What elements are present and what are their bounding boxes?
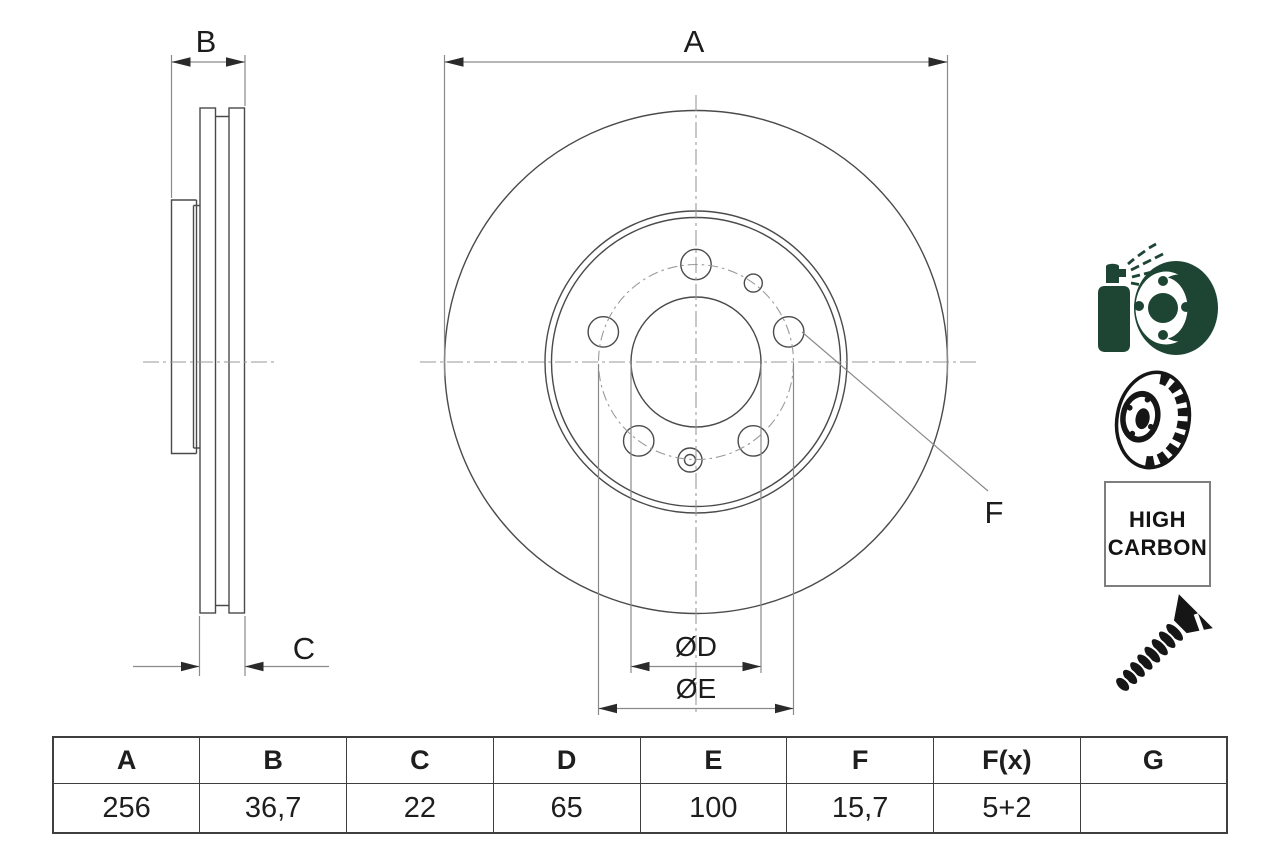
hub-bore xyxy=(1135,408,1150,430)
bolt-hole xyxy=(622,424,655,457)
spray-can xyxy=(1098,263,1130,352)
thread xyxy=(1114,675,1132,693)
vent-slot-band xyxy=(1144,374,1188,467)
spray-dash-ray xyxy=(1130,252,1164,272)
dim-label-c: C xyxy=(293,631,315,666)
dim-label-b: B xyxy=(196,24,217,59)
set-pin-hole-outer xyxy=(677,447,703,473)
spec-value: 22 xyxy=(346,783,494,834)
high-carbon-line2: CARBON xyxy=(1107,535,1208,560)
arrowhead xyxy=(226,57,245,67)
bolt-hole xyxy=(587,315,620,348)
alignment-hole xyxy=(743,273,763,293)
centerlines xyxy=(143,95,976,716)
friction-plate-outboard xyxy=(199,107,217,614)
spec-col-header: D xyxy=(492,736,641,784)
side-view xyxy=(170,107,246,614)
spec-table: A B C D E F F(x) G 256 36,7 22 65 100 15… xyxy=(52,736,1228,834)
friction-plate-inboard xyxy=(228,107,246,614)
vent-channel-lines xyxy=(215,115,229,607)
spec-table-header-row: A B C D E F F(x) G xyxy=(52,736,1228,784)
arrowhead xyxy=(444,57,464,67)
set-pin-hole-inner xyxy=(683,453,697,467)
disc-hub xyxy=(1148,293,1178,323)
screw-head xyxy=(1173,594,1213,634)
disc-bolt-dot xyxy=(1158,330,1168,340)
arrowhead xyxy=(245,661,264,672)
arrowhead xyxy=(181,661,200,672)
arrowhead xyxy=(775,703,794,714)
spec-value xyxy=(1079,783,1228,834)
dim-label-oe: ØE xyxy=(676,673,716,704)
spec-col-header: E xyxy=(639,736,788,784)
bolt-circle xyxy=(597,263,795,461)
high-carbon-badge: HIGH CARBON xyxy=(1104,481,1211,587)
arrowhead xyxy=(171,57,191,67)
can-nozzle xyxy=(1117,269,1126,277)
disc-bolt-dot xyxy=(1134,301,1144,311)
spec-value: 100 xyxy=(639,783,788,834)
spec-col-header: C xyxy=(346,736,494,784)
dim-label-f: F xyxy=(985,495,1004,530)
spec-table-value-row: 256 36,7 22 65 100 15,7 5+2 xyxy=(52,783,1228,834)
coated-disc xyxy=(1134,261,1218,355)
can-body xyxy=(1098,286,1130,352)
dim-label-od: ØD xyxy=(675,631,717,662)
vented-disc-icon xyxy=(1114,370,1192,470)
disc-bolt-dot xyxy=(1181,302,1191,312)
dim-c-lines xyxy=(133,616,329,676)
dim-label-a: A xyxy=(684,24,705,59)
screw-threads xyxy=(1114,622,1185,693)
hat-section-outline xyxy=(170,199,200,455)
arrowhead xyxy=(598,703,617,714)
high-carbon-line1: HIGH xyxy=(1129,507,1186,532)
spec-value: 256 xyxy=(52,783,201,834)
dim-od-lines xyxy=(630,364,762,673)
arrowhead xyxy=(631,661,650,672)
spec-value: 36,7 xyxy=(199,783,347,834)
spray-dash-ray xyxy=(1127,242,1157,266)
hub-bolt-dot xyxy=(1129,430,1136,437)
arrowhead xyxy=(742,661,761,672)
hub-bolt-dot xyxy=(1147,423,1154,430)
dimension-lines xyxy=(133,55,989,715)
spec-col-header: F xyxy=(786,736,934,784)
disc-bolt-dot xyxy=(1158,276,1168,286)
dim-oe-lines xyxy=(597,364,795,715)
spec-col-header: B xyxy=(199,736,347,784)
spec-value: 15,7 xyxy=(786,783,934,834)
hub-bolt-dot xyxy=(1126,404,1133,411)
spec-value: 65 xyxy=(492,783,641,834)
spec-col-header: G xyxy=(1079,736,1228,784)
spec-col-header: A xyxy=(52,736,201,784)
spec-col-header: F(x) xyxy=(933,736,1081,784)
spray-can-coated-disc-icon xyxy=(1098,242,1218,355)
leader-line-f xyxy=(801,331,989,492)
countersunk-screw-icon xyxy=(1114,594,1213,693)
bolt-hole xyxy=(737,424,770,457)
dimension-arrowheads xyxy=(171,57,948,714)
dim-b-lines xyxy=(170,55,246,198)
dimension-labels: A B C ØD ØE F xyxy=(196,24,1004,704)
screw-head-slot xyxy=(1193,613,1206,635)
can-cap xyxy=(1106,266,1119,283)
hub-bolt-dot xyxy=(1144,396,1151,403)
arrowhead xyxy=(928,57,948,67)
bolt-hole xyxy=(772,315,805,348)
dim-a-lines xyxy=(443,55,949,376)
spec-value: 5+2 xyxy=(933,783,1081,834)
